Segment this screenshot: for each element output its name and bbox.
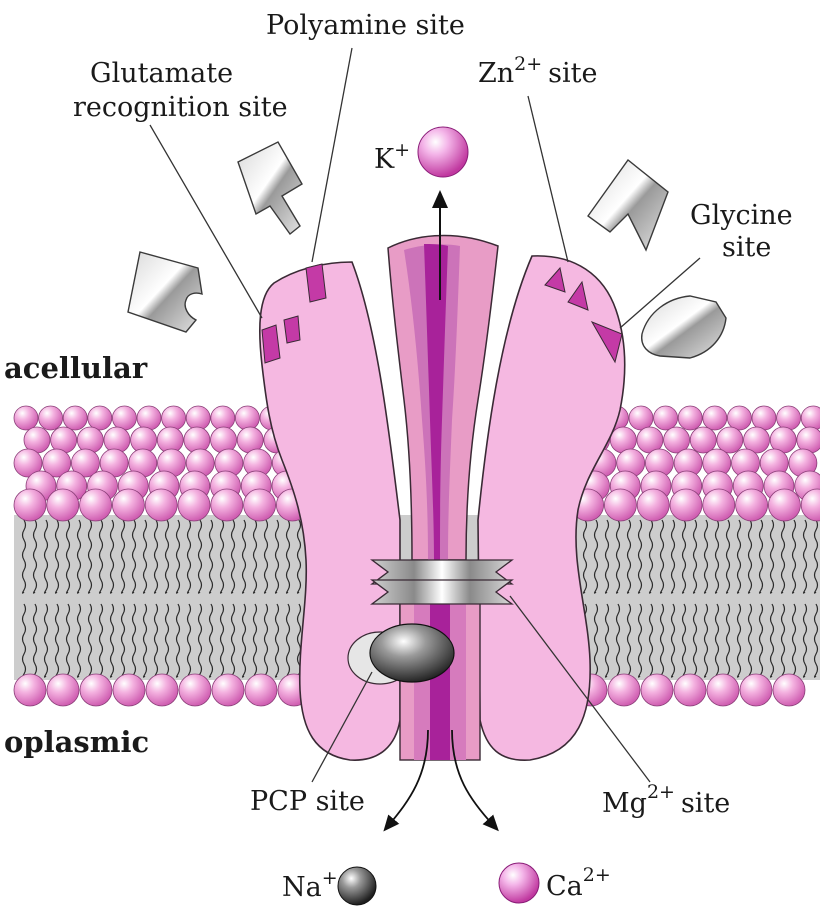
lipid-head: [654, 406, 678, 430]
potassium-label: K+: [374, 139, 410, 175]
sodium-ion: [338, 867, 376, 905]
lipid-head: [670, 489, 702, 521]
lipid-head: [703, 406, 727, 430]
lipid-head: [637, 489, 669, 521]
lipid-head: [47, 489, 79, 521]
polyamine-label: Polyamine site: [266, 10, 465, 41]
lipid-head: [235, 406, 259, 430]
lipid-head: [740, 674, 772, 706]
lipid-head: [137, 406, 161, 430]
lipid-head: [736, 489, 768, 521]
lipid-head: [186, 406, 210, 430]
lipid-head: [641, 674, 673, 706]
lipid-head: [703, 489, 735, 521]
sodium-label: Na+: [282, 867, 338, 903]
lipid-head: [801, 406, 820, 430]
lipid-head: [777, 406, 801, 430]
lipid-head: [211, 489, 243, 521]
calcium-label: Ca2+: [546, 864, 611, 902]
lipid-head: [80, 489, 112, 521]
glutamate-label-line1: Glutamate: [90, 58, 233, 89]
potassium-ion: [418, 127, 468, 177]
lipid-head: [14, 406, 38, 430]
cytoplasmic-label: oplasmic: [4, 725, 149, 759]
lipid-head: [773, 674, 805, 706]
glycine-ligand: [642, 296, 726, 358]
lipid-head: [244, 489, 276, 521]
lipid-head: [768, 489, 800, 521]
lipid-head: [212, 674, 244, 706]
lipid-head: [211, 406, 235, 430]
pcp-molecule: [370, 624, 454, 682]
extracellular-label: acellular: [4, 351, 148, 385]
mg-block: [372, 560, 512, 604]
lipid-head: [707, 674, 739, 706]
polyamine-ligand: [238, 142, 302, 234]
lipid-head: [47, 674, 79, 706]
lipid-head: [678, 406, 702, 430]
lipid-head: [112, 489, 144, 521]
lipid-head: [179, 674, 211, 706]
lipid-head: [690, 427, 716, 453]
glycine-label-line2: site: [722, 232, 771, 263]
polyamine-binding-pocket: [306, 264, 326, 302]
polyamine-leader: [312, 48, 352, 262]
lipid-head: [162, 406, 186, 430]
lipid-head: [752, 406, 776, 430]
lipid-head: [39, 406, 63, 430]
lipid-head: [113, 674, 145, 706]
lipid-head: [178, 489, 210, 521]
zinc-leader: [528, 96, 568, 262]
lipid-head: [629, 406, 653, 430]
lipid-head: [88, 406, 112, 430]
lipid-head: [674, 674, 706, 706]
pcp-label: PCP site: [250, 786, 365, 817]
lipid-head: [145, 489, 177, 521]
calcium-ion: [499, 863, 539, 903]
glutamate-label-line2: recognition site: [73, 92, 288, 123]
receptor-complex: [260, 235, 625, 760]
lipid-head: [604, 489, 636, 521]
lipid-head: [608, 674, 640, 706]
zinc-label: Zn2+site: [478, 53, 598, 89]
magnesium-label: Mg2+site: [602, 781, 730, 819]
lipid-head: [717, 427, 743, 453]
lipid-head: [146, 674, 178, 706]
lipid-head: [14, 674, 46, 706]
lipid-head: [80, 674, 112, 706]
glutamate-ligand: [128, 252, 202, 332]
lipid-head: [77, 427, 103, 453]
zinc-ligand: [588, 160, 668, 250]
lipid-head: [245, 674, 277, 706]
glycine-label-line1: Glycine: [690, 200, 793, 231]
lipid-head: [727, 406, 751, 430]
lipid-head: [63, 406, 87, 430]
lipid-head: [112, 406, 136, 430]
lipid-head: [14, 489, 46, 521]
